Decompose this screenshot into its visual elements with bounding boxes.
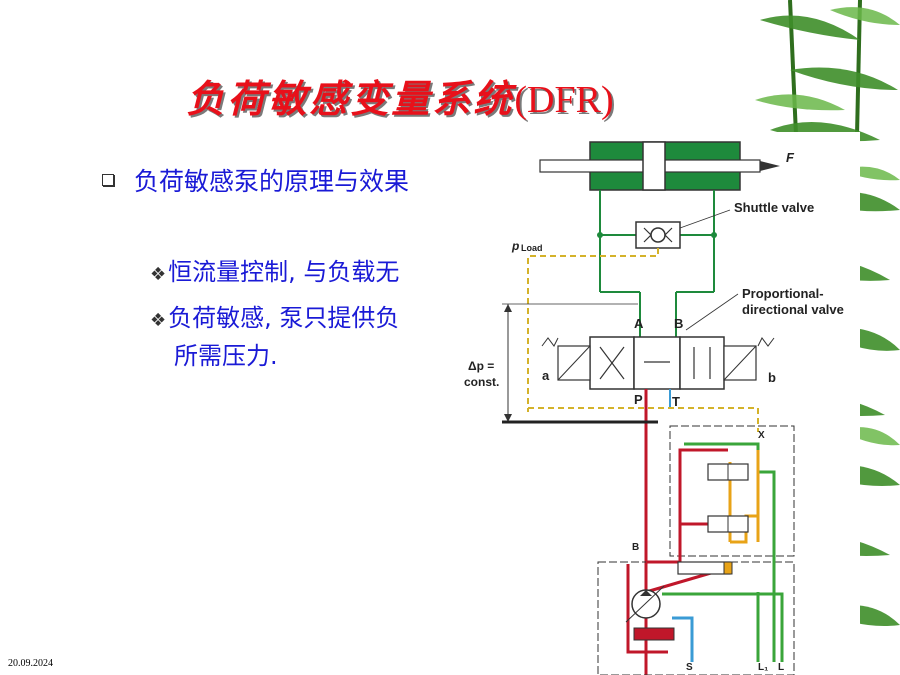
shuttle-valve-label: Shuttle valve <box>734 200 814 215</box>
pump-lines <box>626 564 784 662</box>
title-chinese: 负荷敏感变量系统 <box>186 76 515 121</box>
cylinder-lines <box>599 190 715 337</box>
main-bullet: 负荷敏感泵的原理与效果 <box>102 162 409 198</box>
port-p-label: P <box>634 392 643 407</box>
diamond-bullet-icon: ❖ <box>150 310 167 331</box>
proportional-valve <box>541 336 775 390</box>
controller-housing <box>669 425 795 557</box>
pump-symbol <box>625 561 733 641</box>
port-b-label: B <box>674 316 683 331</box>
sub-bullet-2: ❖负荷敏感, 泵只提供负 <box>150 298 399 333</box>
side-b-label: b <box>768 370 776 385</box>
port-t-label: T <box>672 394 680 409</box>
port-a-label: A <box>634 316 644 331</box>
port-s-label: S <box>686 662 693 673</box>
square-bullet-icon <box>102 174 114 186</box>
shuttle-valve <box>635 221 681 249</box>
port-l1-label: L₁ <box>758 662 768 673</box>
pload-pilot-line <box>527 248 659 412</box>
delta-p-label-1: Δp = <box>468 359 494 373</box>
control-valves <box>707 463 749 533</box>
pump-housing <box>597 561 795 675</box>
slide-title: 负荷敏感变量系统(DFR) <box>0 68 800 123</box>
side-a-label: a <box>542 368 550 383</box>
prop-valve-label-1: Proportional- <box>742 286 824 301</box>
junction-dot <box>711 232 717 238</box>
junction-dot <box>597 232 603 238</box>
title-english: (DFR) <box>514 79 614 121</box>
delta-p-label-2: const. <box>464 375 499 389</box>
port-l-label: L <box>778 662 784 673</box>
main-bullet-text: 负荷敏感泵的原理与效果 <box>134 167 410 196</box>
prop-valve-label-2: directional valve <box>742 302 844 317</box>
port-x-label: X <box>758 430 765 441</box>
diagram-lower-background <box>558 402 860 675</box>
force-label: F <box>786 150 795 165</box>
leader-line <box>685 293 739 331</box>
leader-line <box>679 209 731 229</box>
cylinder <box>539 141 780 191</box>
sub-bullet-2-text: 负荷敏感, 泵只提供负 <box>168 304 400 332</box>
pump-port-b-label: B <box>632 542 639 553</box>
pload-subscript: Load <box>521 243 543 253</box>
pload-label: p <box>511 239 519 253</box>
delta-p-dimension <box>502 303 638 422</box>
sub-bullet-1-text: 恒流量控制, 与负载无 <box>168 258 400 286</box>
sub-bullet-1: ❖恒流量控制, 与负载无 <box>150 252 399 287</box>
hydraulic-diagram: F Shuttle valve p Load Proportional- dir… <box>458 132 860 675</box>
pilot-return-line <box>528 407 759 432</box>
diamond-bullet-icon: ❖ <box>150 264 167 285</box>
slide-date: 20.09.2024 <box>8 658 53 669</box>
sub-bullet-2-continued: 所需压力. <box>174 342 278 370</box>
